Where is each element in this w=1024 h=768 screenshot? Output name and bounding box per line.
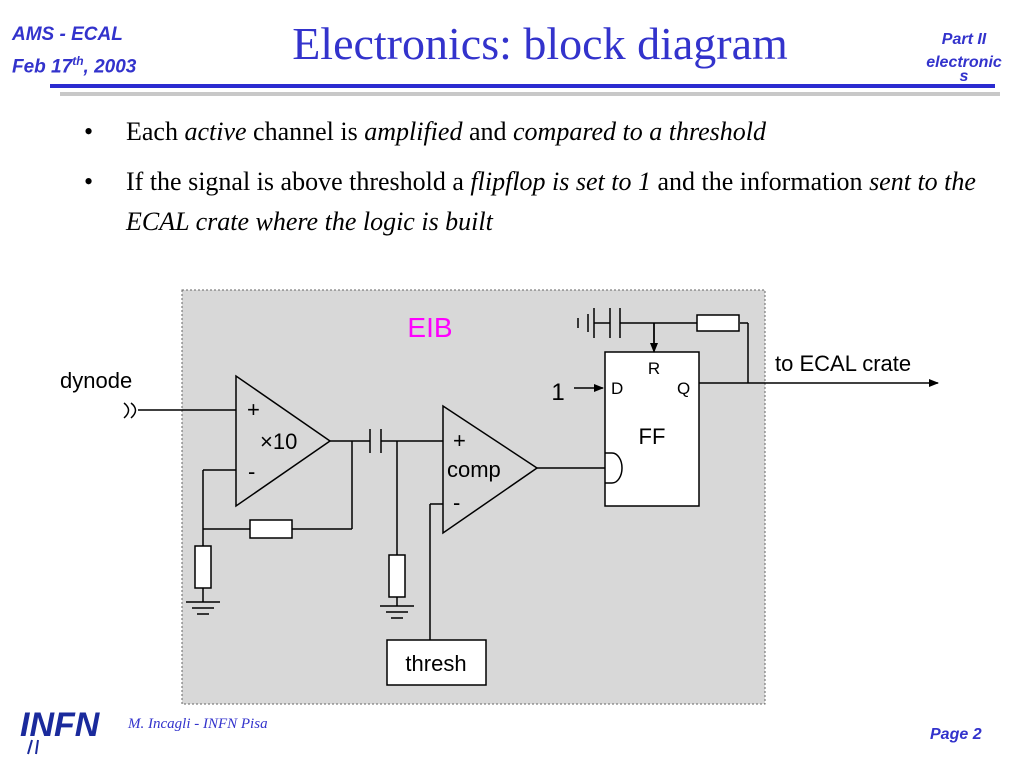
one-label: 1 xyxy=(551,379,564,406)
feedback-resistor xyxy=(249,519,293,539)
header-section-line3: s xyxy=(959,68,969,85)
header-rule xyxy=(50,84,995,88)
footer-author: M. Incagli - INFN Pisa xyxy=(128,716,268,732)
amp-gain-label: ×10 xyxy=(260,429,297,454)
ff-q-label: Q xyxy=(677,379,690,398)
bullet-text-segment: flipflop is set to 1 xyxy=(470,167,651,196)
infn-logo: INFN xyxy=(18,700,108,756)
ff-d-label: D xyxy=(611,379,623,398)
slide-title: Electronics: block diagram xyxy=(292,18,788,69)
amp-minus-label: - xyxy=(248,459,255,484)
bullet-dot: • xyxy=(84,167,94,196)
ff-r-label: R xyxy=(648,359,660,378)
bullet-text-segment: and the information xyxy=(651,167,870,196)
bullet-item: • If the signal is above threshold a flip… xyxy=(84,162,984,242)
bullet-text-segment: amplified xyxy=(364,117,463,146)
bullet-text-segment: sent to the ECAL crate where the logic i… xyxy=(126,167,976,236)
output-label: to ECAL crate xyxy=(775,351,911,376)
header-project: AMS - ECAL xyxy=(12,24,123,45)
flipflop-box xyxy=(604,351,700,507)
bullet-text-segment: compared to a threshold xyxy=(513,117,766,146)
reset-resistor xyxy=(696,314,740,332)
header-section: Part II electronic s xyxy=(912,28,1016,88)
comp-plus-label: + xyxy=(453,428,466,453)
comparator-triangle xyxy=(442,404,539,535)
svg-text:INFN: INFN xyxy=(20,706,101,744)
amp-ground-resistor xyxy=(194,545,212,589)
bullet-text-segment: Each xyxy=(126,117,185,146)
eib-label: EIB xyxy=(407,312,452,343)
header-section-line1: Part II xyxy=(941,31,987,48)
thresh-label: thresh xyxy=(405,651,466,676)
ff-label: FF xyxy=(639,424,666,449)
comp-name-label: comp xyxy=(447,457,501,482)
clock-input xyxy=(605,452,623,484)
header-section-line2: electronic xyxy=(926,54,1002,71)
comp-ground-resistor xyxy=(388,554,406,598)
bullet-text-segment: active xyxy=(184,117,247,146)
amplifier-triangle xyxy=(235,374,332,508)
bullet-text-segment: and xyxy=(462,117,513,146)
bullet-text-segment: channel is xyxy=(246,117,365,146)
header-left: AMS - ECAL Feb 17th, 2003 xyxy=(12,22,212,80)
comp-minus-label: - xyxy=(453,490,460,515)
bullet-text-segment: If the signal is above threshold a xyxy=(126,167,471,196)
dynode-connector xyxy=(123,402,137,419)
footer-page-number: Page 2 xyxy=(930,726,982,743)
amp-plus-label: + xyxy=(247,397,260,422)
header-date: Feb 17th, 2003 xyxy=(12,54,137,78)
bullet-item: • Each active channel is amplified and co… xyxy=(84,112,984,152)
header-rule-shadow xyxy=(60,92,1000,96)
bullet-dot: • xyxy=(84,117,94,146)
dynode-label: dynode xyxy=(60,368,132,393)
thresh-box xyxy=(386,639,487,686)
bullet-list: • Each active channel is amplified and co… xyxy=(84,112,984,252)
